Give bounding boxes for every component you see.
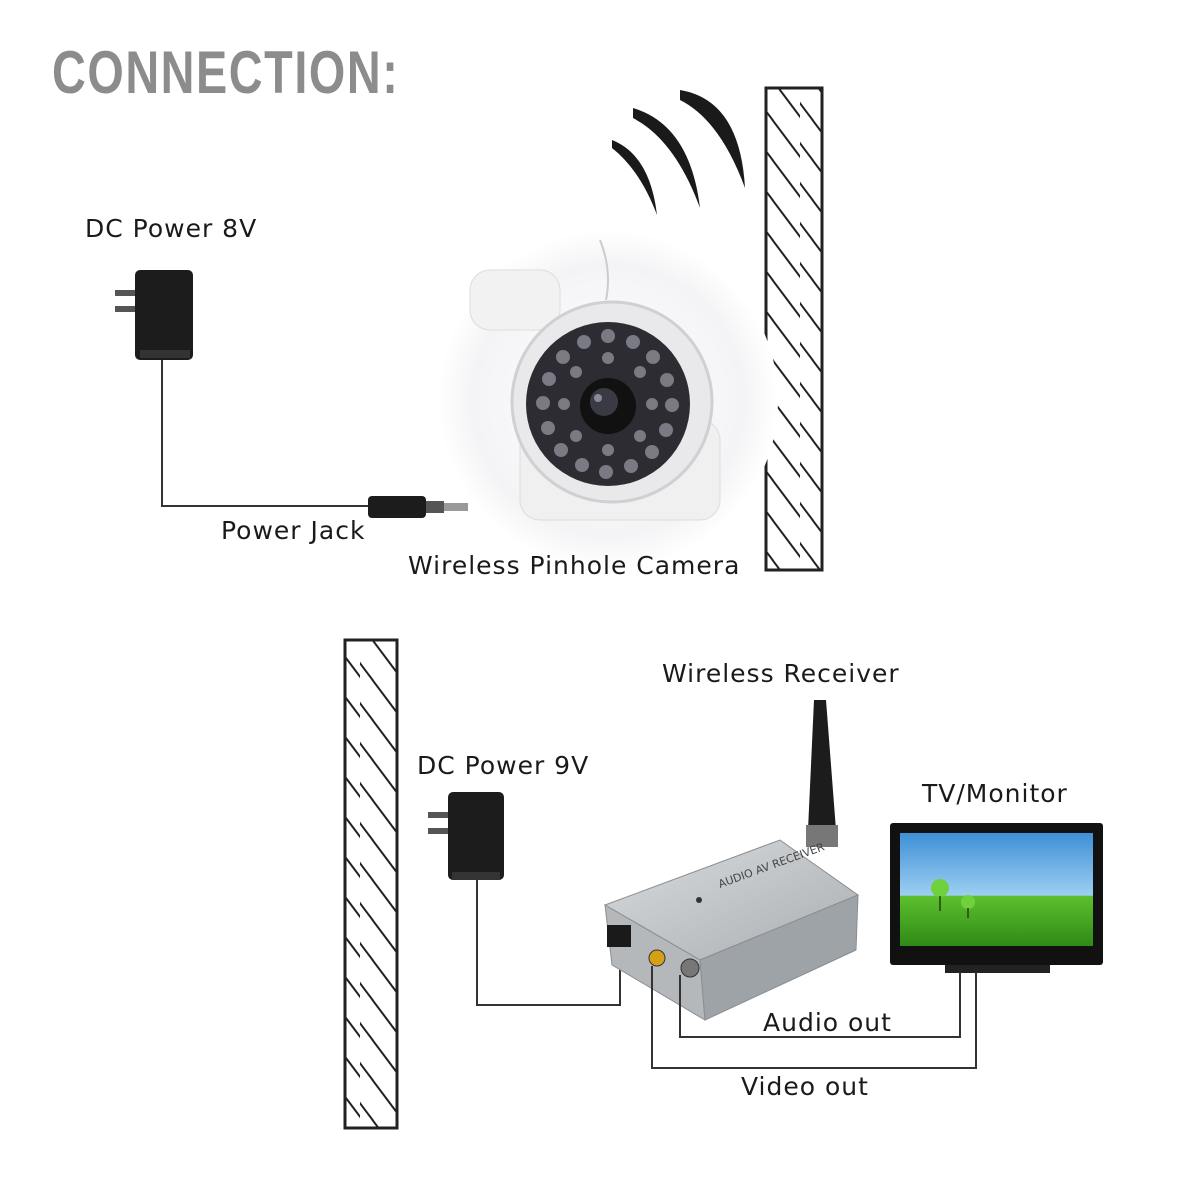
power-cable-8v xyxy=(161,360,370,507)
label-audio-out: Audio out xyxy=(763,1008,892,1037)
power-jack-icon xyxy=(368,496,468,518)
power-adapter-9v-icon xyxy=(428,792,504,880)
label-dc-power-9v: DC Power 9V xyxy=(417,751,590,780)
label-video-out: Video out xyxy=(741,1072,869,1101)
power-cable-9v xyxy=(476,880,621,1006)
power-adapter-8v-icon xyxy=(115,270,193,360)
video-out-cable xyxy=(651,966,977,1069)
diagram-title: CONNECTION: xyxy=(52,39,400,106)
label-tv-monitor: TV/Monitor xyxy=(922,779,1068,808)
tv-monitor-icon xyxy=(890,823,1103,973)
wall-bottom-left xyxy=(343,638,399,1130)
wall-top-right xyxy=(764,86,824,572)
audio-out-cable xyxy=(679,972,961,1038)
wireless-signal-icon xyxy=(612,90,745,215)
label-dc-power-8v: DC Power 8V xyxy=(85,214,258,243)
label-camera: Wireless Pinhole Camera xyxy=(408,551,741,580)
label-wireless-receiver: Wireless Receiver xyxy=(662,659,900,688)
wireless-receiver-icon: AUDIO AV RECEIVER xyxy=(603,700,860,1021)
pinhole-camera-icon xyxy=(438,230,778,570)
label-power-jack: Power Jack xyxy=(221,516,366,545)
